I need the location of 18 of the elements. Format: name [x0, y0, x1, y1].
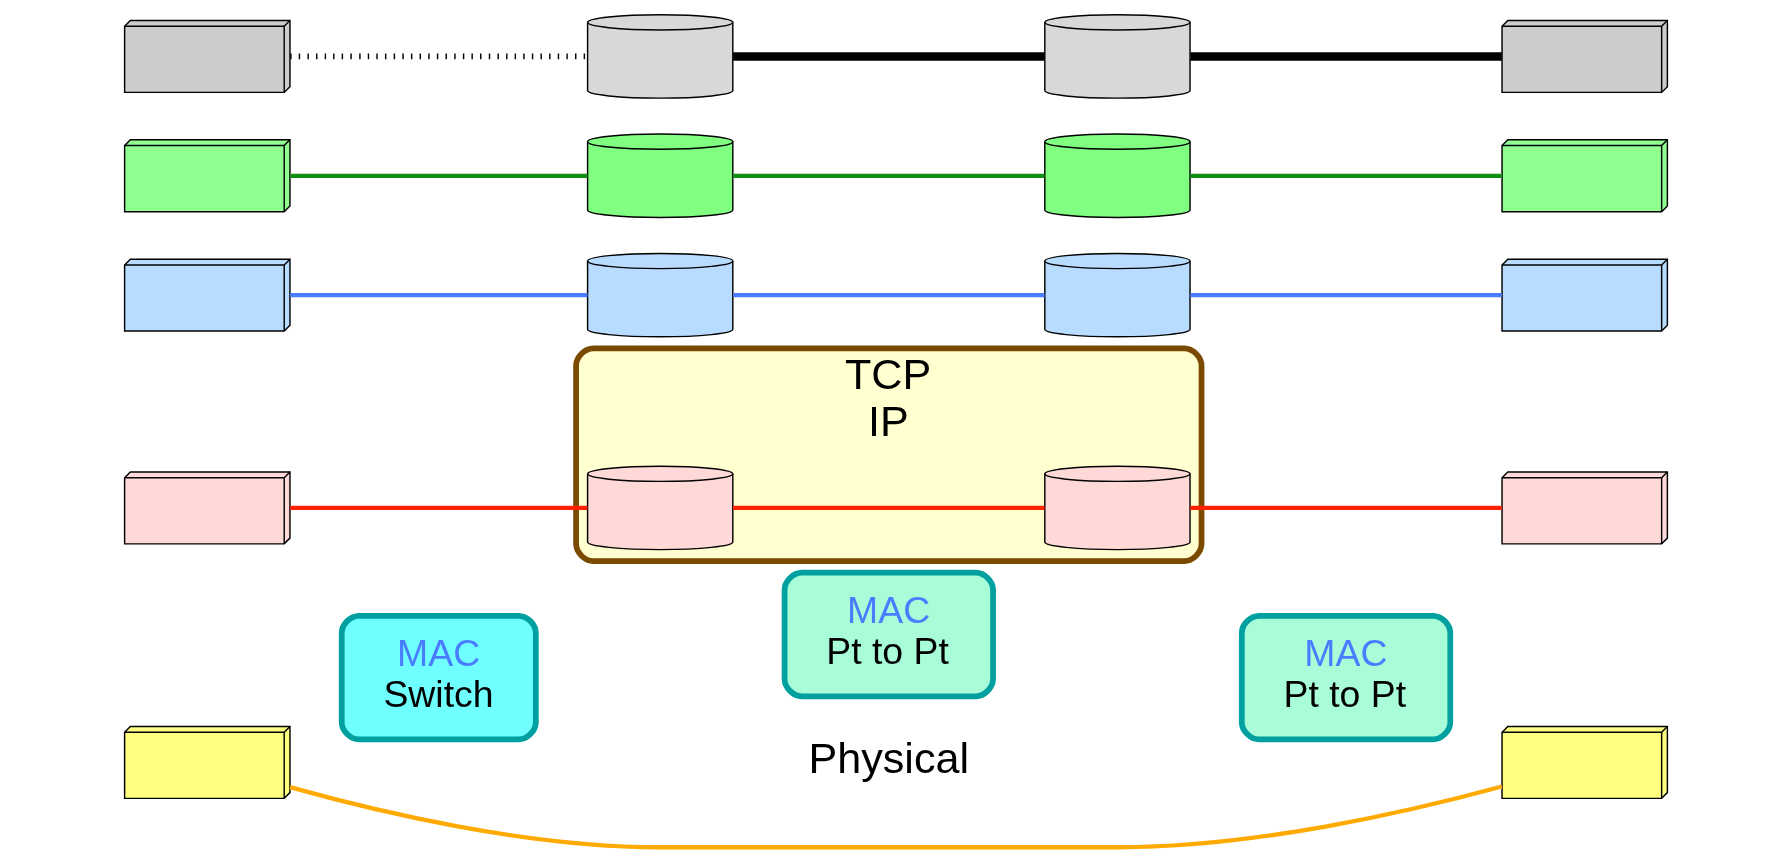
- cluster: TCP IP: [573, 344, 1205, 564]
- connector: [290, 53, 588, 59]
- connector: [1190, 292, 1502, 297]
- connector: [733, 51, 1045, 61]
- connector: [290, 292, 588, 297]
- label: Physical: [808, 733, 970, 782]
- connector: [289, 783, 1503, 849]
- connector: [290, 173, 588, 178]
- connector: [1190, 51, 1502, 61]
- connector: [733, 505, 1045, 510]
- node-box: MAC Pt to Pt: [1238, 612, 1454, 742]
- node-box: MAC Pt to Pt: [781, 569, 996, 699]
- connector: [1190, 173, 1502, 178]
- connector: [290, 505, 588, 510]
- connector: [733, 173, 1045, 178]
- connector: [1190, 505, 1502, 510]
- connector: [733, 292, 1045, 297]
- node-box: MAC Switch: [338, 612, 539, 742]
